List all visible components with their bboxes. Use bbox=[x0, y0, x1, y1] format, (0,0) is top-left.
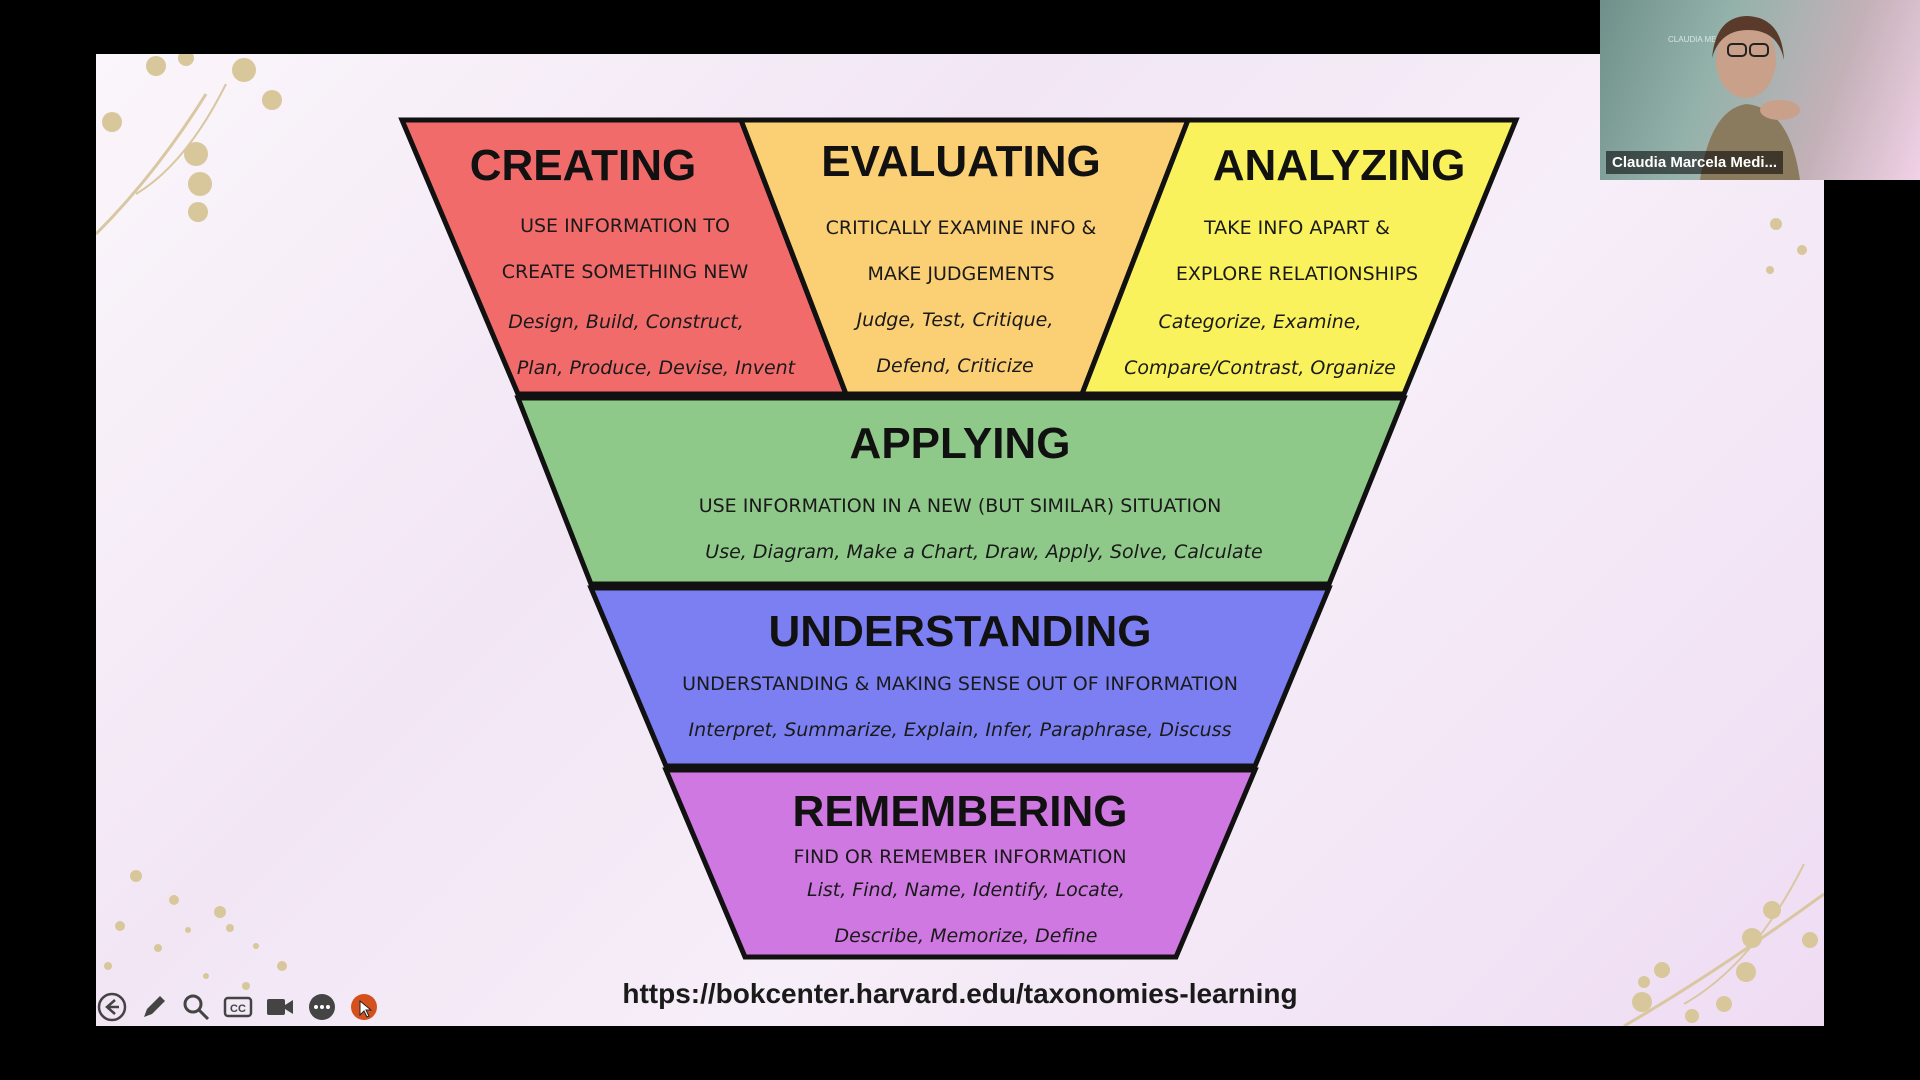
closed-captions-icon[interactable]: CC bbox=[222, 991, 254, 1023]
level-analyzing-title: ANALYZING bbox=[1213, 141, 1466, 190]
floral-decoration-top-left bbox=[96, 54, 282, 236]
presentation-toolbar: CC bbox=[96, 986, 380, 1028]
level-evaluating-examples-line1: Judge, Test, Critique, bbox=[853, 309, 1054, 331]
level-remembering-desc: FIND OR REMEMBER INFORMATION bbox=[793, 846, 1126, 868]
level-creating-title: CREATING bbox=[470, 141, 697, 190]
level-creating-desc-line1: USE INFORMATION TO bbox=[520, 215, 730, 237]
source-url: https://bokcenter.harvard.edu/taxonomies… bbox=[622, 978, 1298, 1009]
level-understanding-title: UNDERSTANDING bbox=[769, 607, 1152, 656]
blooms-taxonomy-pyramid: CREATING USE INFORMATION TO CREATE SOMET… bbox=[398, 117, 1520, 960]
level-analyzing: ANALYZING TAKE INFO APART & EXPLORE RELA… bbox=[1078, 117, 1520, 397]
level-evaluating-desc-line1: CRITICALLY EXAMINE INFO & bbox=[826, 217, 1097, 239]
svg-text:CC: CC bbox=[230, 1003, 246, 1015]
level-creating: CREATING USE INFORMATION TO CREATE SOMET… bbox=[398, 117, 850, 397]
participant-video-feed: CLAUDIA MEDINA bbox=[1668, 16, 1800, 180]
level-understanding-desc: UNDERSTANDING & MAKING SENSE OUT OF INFO… bbox=[682, 673, 1238, 695]
level-analyzing-desc-line2: EXPLORE RELATIONSHIPS bbox=[1176, 263, 1418, 285]
level-remembering-title: REMEMBERING bbox=[793, 787, 1128, 836]
dots-decoration-right bbox=[1766, 218, 1807, 274]
pencil-icon[interactable] bbox=[138, 991, 170, 1023]
level-evaluating: EVALUATING CRITICALLY EXAMINE INFO & MAK… bbox=[737, 117, 1192, 397]
level-applying-title: APPLYING bbox=[850, 419, 1071, 468]
level-remembering: REMEMBERING FIND OR REMEMBER INFORMATION… bbox=[662, 767, 1259, 960]
video-logo-text: CLAUDIA MEDINA bbox=[1668, 35, 1736, 44]
level-evaluating-examples-line2: Defend, Criticize bbox=[876, 355, 1033, 377]
level-remembering-examples-line2: Describe, Memorize, Define bbox=[835, 925, 1098, 947]
level-creating-examples-line1: Design, Build, Construct, bbox=[508, 311, 744, 333]
level-creating-examples-line2: Plan, Produce, Devise, Invent bbox=[517, 357, 797, 379]
level-applying-examples: Use, Diagram, Make a Chart, Draw, Apply,… bbox=[705, 541, 1262, 563]
level-analyzing-examples-line1: Categorize, Examine, bbox=[1158, 311, 1361, 333]
level-applying: APPLYING USE INFORMATION IN A NEW (BUT S… bbox=[514, 395, 1408, 587]
floral-decoration-bottom-left bbox=[104, 870, 287, 990]
level-evaluating-title: EVALUATING bbox=[821, 137, 1100, 186]
level-evaluating-desc-line2: MAKE JUDGEMENTS bbox=[867, 263, 1054, 285]
pointer-icon[interactable] bbox=[348, 991, 380, 1023]
level-analyzing-examples-line2: Compare/Contrast, Organize bbox=[1124, 357, 1396, 379]
level-remembering-examples-line1: List, Find, Name, Identify, Locate, bbox=[807, 879, 1125, 901]
floral-decoration-bottom-right bbox=[1623, 863, 1824, 1026]
more-icon[interactable] bbox=[306, 991, 338, 1023]
participant-name-tag: Claudia Marcela Medi... bbox=[1606, 151, 1784, 174]
participant-video[interactable]: CLAUDIA MEDINA Claudia Marcela Medi... bbox=[1600, 0, 1920, 180]
presentation-slide: CREATING USE INFORMATION TO CREATE SOMET… bbox=[96, 54, 1824, 1026]
level-creating-desc-line2: CREATE SOMETHING NEW bbox=[502, 261, 749, 283]
level-understanding: UNDERSTANDING UNDERSTANDING & MAKING SEN… bbox=[587, 585, 1333, 769]
back-arrow-icon[interactable] bbox=[96, 991, 128, 1023]
magnifier-icon[interactable] bbox=[180, 991, 212, 1023]
level-applying-desc: USE INFORMATION IN A NEW (BUT SIMILAR) S… bbox=[699, 495, 1222, 517]
video-camera-icon[interactable] bbox=[264, 991, 296, 1023]
level-analyzing-desc-line1: TAKE INFO APART & bbox=[1203, 217, 1390, 239]
level-understanding-examples: Interpret, Summarize, Explain, Infer, Pa… bbox=[689, 719, 1232, 741]
